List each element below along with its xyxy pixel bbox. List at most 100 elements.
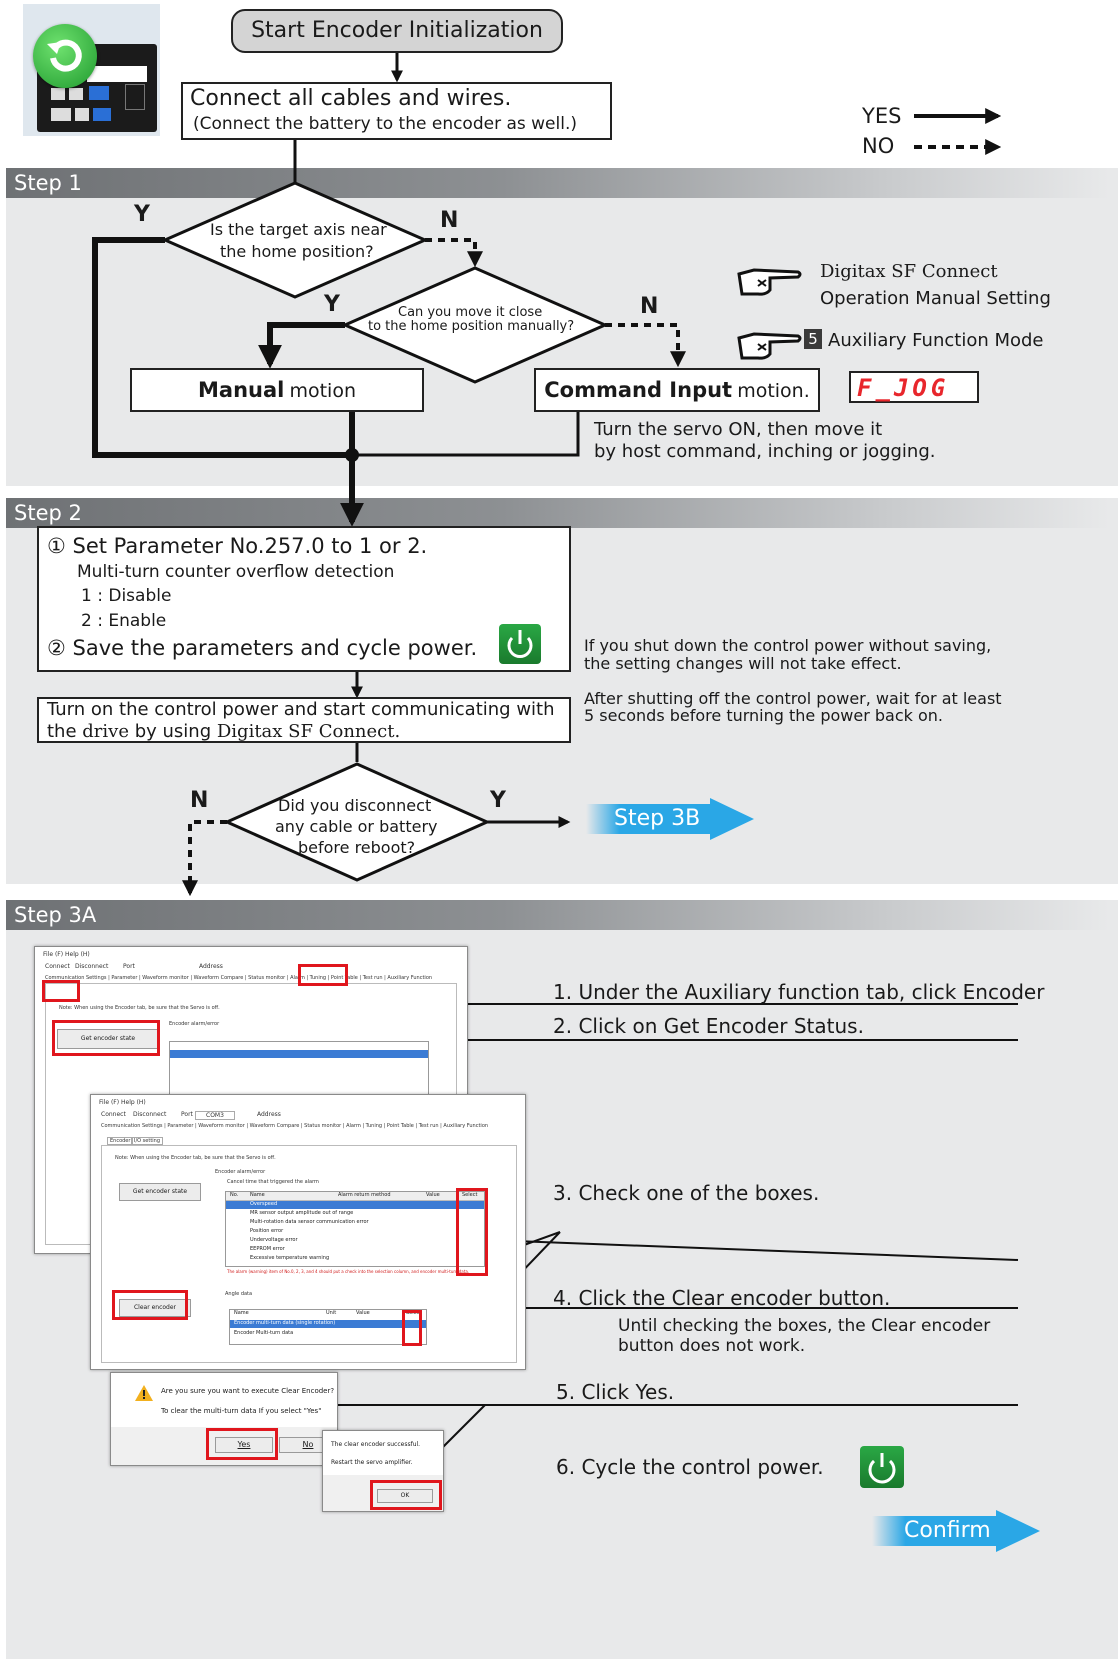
power-line2-d: Digitax SF Connect. xyxy=(216,721,401,742)
success-ok-button[interactable]: OK xyxy=(377,1489,433,1503)
power-line2-b: drive xyxy=(82,721,129,742)
connect-line1: Connect all cables and wires. xyxy=(190,86,512,111)
q2-text-line2: to the home position manually? xyxy=(368,319,575,334)
sw-back-disconnect: Disconnect xyxy=(75,963,109,970)
instruction-3: 3. Check one of the boxes. xyxy=(553,1181,820,1205)
step3b-link[interactable]: Step 3B xyxy=(586,798,754,840)
software-screenshot-front: File (F) Help (H) Connect Disconnect Por… xyxy=(90,1094,526,1370)
sw-back-connect: Connect xyxy=(45,963,70,970)
ref1-line1: Digitax SF Connect xyxy=(820,261,998,282)
sw-tabs: Communication Settings | Parameter | Wav… xyxy=(101,1123,489,1129)
q2-yes-label: Y xyxy=(324,292,340,317)
q1-text-line2: the home position? xyxy=(220,242,374,261)
note1-line1: If you shut down the control power witho… xyxy=(584,636,992,655)
instruction-1: 1. Under the Auxiliary function tab, cli… xyxy=(553,980,1045,1004)
q1-yes-label: Y xyxy=(134,202,150,227)
q3-yes-label: Y xyxy=(490,788,506,813)
sw-group2: Angle data xyxy=(225,1291,253,1297)
manual-motion-box: Manual motion xyxy=(130,368,424,412)
sw-back-group: Encoder alarm/error xyxy=(169,1021,220,1027)
confirm-yes-button[interactable]: Yes xyxy=(215,1437,273,1453)
sw-back-port: Port xyxy=(123,963,135,970)
power-line2-c: by using xyxy=(128,721,217,742)
step2-title: Step 2 xyxy=(6,498,1110,528)
q3-text-line1: Did you disconnect xyxy=(278,796,432,815)
sw-angle-table: Name Unit Value Select Encoder multi-tur… xyxy=(229,1309,427,1345)
step3a-title: Step 3A xyxy=(6,900,1110,930)
sw-disconnect: Disconnect xyxy=(133,1111,167,1118)
highlight-get-button xyxy=(52,1020,160,1056)
q3-no-label: N xyxy=(190,788,209,813)
command-bold: Command Input xyxy=(544,378,733,402)
warning-icon xyxy=(135,1385,153,1401)
sw-row-6: Excessive temperature warning xyxy=(250,1255,330,1261)
step1-title: Step 1 xyxy=(6,168,1110,198)
param-item1-sub: Multi-turn counter overflow detection xyxy=(77,562,395,582)
sw-angle-col-name: Name xyxy=(234,1310,249,1316)
sw-group1-sub: Cancel time that triggered the alarm xyxy=(227,1179,319,1185)
sw-col-method: Alarm return method xyxy=(338,1192,391,1198)
highlight-encoder-subtab xyxy=(42,980,80,1002)
ref1-line2: Operation Manual Setting xyxy=(820,288,1051,309)
sw-menu: File (F) Help (H) xyxy=(99,1099,146,1106)
sw-row-4: Undervoltage error xyxy=(250,1237,298,1243)
sw-note: Note: When using the Encoder tab, be sur… xyxy=(115,1155,276,1161)
confirm-link[interactable]: Confirm xyxy=(872,1510,1040,1552)
note2-line1: After shutting off the control power, wa… xyxy=(584,689,1002,708)
instruction-6: 6. Cycle the control power. xyxy=(556,1455,824,1479)
sw-get-encoder-button[interactable]: Get encoder state xyxy=(119,1183,201,1201)
sw-alarm-table: No. Name Alarm return method Value Selec… xyxy=(225,1191,485,1267)
highlight-ok-button xyxy=(370,1480,442,1510)
instruction-5: 5. Click Yes. xyxy=(556,1380,675,1404)
instruction-2: 2. Click on Get Encoder Status. xyxy=(553,1014,864,1038)
sw-group1: Encoder alarm/error xyxy=(215,1169,266,1175)
sw-angle-col-value: Value xyxy=(356,1310,370,1316)
turn-text-line2: by host command, inching or jogging. xyxy=(594,441,936,462)
sw-clear-encoder-button[interactable]: Clear encoder xyxy=(119,1299,191,1317)
sw-port-value: COM3 xyxy=(195,1111,235,1120)
sw-col-value: Value xyxy=(426,1192,440,1198)
highlight-select-column xyxy=(456,1188,488,1276)
sw-connect: Connect xyxy=(101,1111,126,1118)
sw-angle-col-unit: Unit xyxy=(326,1310,337,1316)
sw-back-note: Note: When using the Encoder tab, be sur… xyxy=(59,1005,220,1011)
legend-no-label: NO xyxy=(862,134,895,158)
sw-warning: The alarm (warning) item of No.0, 2, 3, … xyxy=(227,1269,470,1274)
sw-angle-row-0: Encoder multi-turn data (single rotation… xyxy=(234,1320,336,1326)
legend-yes-label: YES xyxy=(862,104,902,128)
pointing-hand-icon-2 xyxy=(736,330,802,362)
instruction-4: 4. Click the Clear encoder button. xyxy=(553,1286,891,1310)
sw-row-5: EEPROM error xyxy=(250,1246,285,1252)
sw-row-1: MR sensor output amplitude out of range xyxy=(250,1210,354,1216)
parameter-box: ① Set Parameter No.257.0 to 1 or 2. Mult… xyxy=(37,526,571,672)
jog-display: F_JOG xyxy=(849,371,979,403)
confirm-label: Confirm xyxy=(904,1518,991,1543)
sw-angle-row-1: Encoder Multi-turn data xyxy=(234,1330,294,1336)
start-terminator: Start Encoder Initialization xyxy=(231,9,563,53)
sw-col-name: Name xyxy=(250,1192,265,1198)
sw-col-select: Select xyxy=(462,1192,478,1198)
sw-subtab-encoder[interactable]: Encoder xyxy=(107,1137,134,1145)
sw-address: Address xyxy=(257,1111,281,1118)
sw-row-3: Position error xyxy=(250,1228,284,1234)
command-motion-box: Command Input motion. xyxy=(534,368,820,412)
sw-row-0: Overspeed xyxy=(250,1201,278,1207)
confirm-dialog-text1: Are you sure you want to execute Clear E… xyxy=(161,1387,335,1395)
sw-subtab-io[interactable]: I/O setting xyxy=(131,1137,164,1145)
sw-col-no: No. xyxy=(230,1192,239,1198)
sw-back-menu: File (F) Help (H) xyxy=(43,951,90,958)
manual-rest: motion xyxy=(289,380,356,402)
q2-no-label: N xyxy=(640,294,659,319)
turn-text-line1: Turn the servo ON, then move it xyxy=(594,419,883,440)
connect-line2: (Connect the battery to the encoder as w… xyxy=(193,114,578,134)
power-icon-2 xyxy=(860,1446,904,1488)
power-on-box: Turn on the control power and start comm… xyxy=(37,697,571,743)
power-line2: the drive by using Digitax SF Connect. xyxy=(47,721,400,742)
power-line2-a: the xyxy=(47,721,83,742)
note1-line2: the setting changes will not take effect… xyxy=(584,654,902,673)
jog-display-text: F_JOG xyxy=(857,374,950,402)
sw-row-2: Multi-rotation data sensor communication… xyxy=(250,1219,369,1225)
param-opt1: 1 : Disable xyxy=(81,586,172,606)
ref2-text: Auxiliary Function Mode xyxy=(828,330,1044,351)
